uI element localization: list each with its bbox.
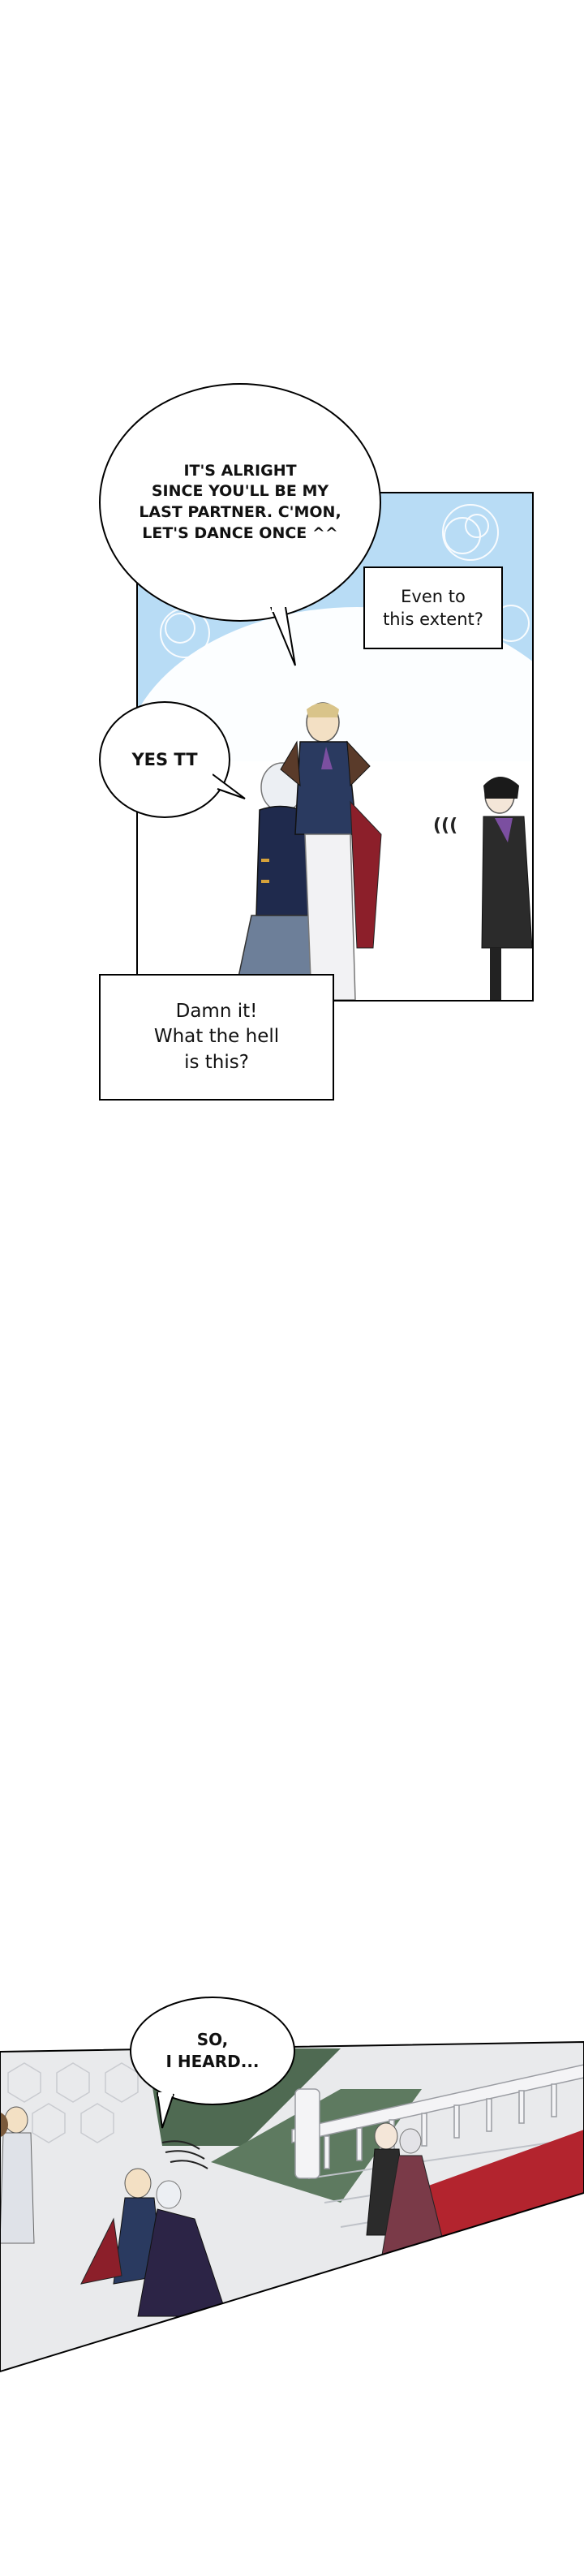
blond-character [280, 702, 382, 1000]
caption-box-extent: Even to this extent? [363, 566, 503, 649]
swirl-decorations [160, 504, 530, 658]
dark-haired-character [481, 777, 532, 1000]
speech-text-yes: YES TT [131, 749, 198, 769]
caption-text-extent: Even to this extent? [383, 586, 483, 629]
speech-bubble-heard: SO, I HEARD... [130, 1997, 295, 2105]
speech-tail-heard [157, 2092, 174, 2129]
speech-text-partner: IT'S ALRIGHT SINCE YOU'LL BE MY LAST PAR… [139, 461, 341, 542]
motion-lines [161, 2140, 208, 2169]
speech-tail-partner [270, 607, 296, 666]
guest-figures [0, 2106, 35, 2244]
caption-box-damn: Damn it! What the hell is this? [99, 974, 334, 1101]
speech-tail-yes [213, 773, 246, 799]
speech-bubble-yes: YES TT [99, 701, 230, 818]
speech-text-heard: SO, I HEARD... [165, 2030, 260, 2071]
stair-couple [366, 2122, 449, 2260]
speech-bubble-partner: IT'S ALRIGHT SINCE YOU'LL BE MY LAST PAR… [99, 383, 381, 622]
caption-text-damn: Damn it! What the hell is this? [153, 1001, 280, 1073]
panel-2-art [0, 2040, 584, 2373]
sfx-text: ((( [433, 816, 457, 836]
dancing-couple [80, 2168, 228, 2317]
